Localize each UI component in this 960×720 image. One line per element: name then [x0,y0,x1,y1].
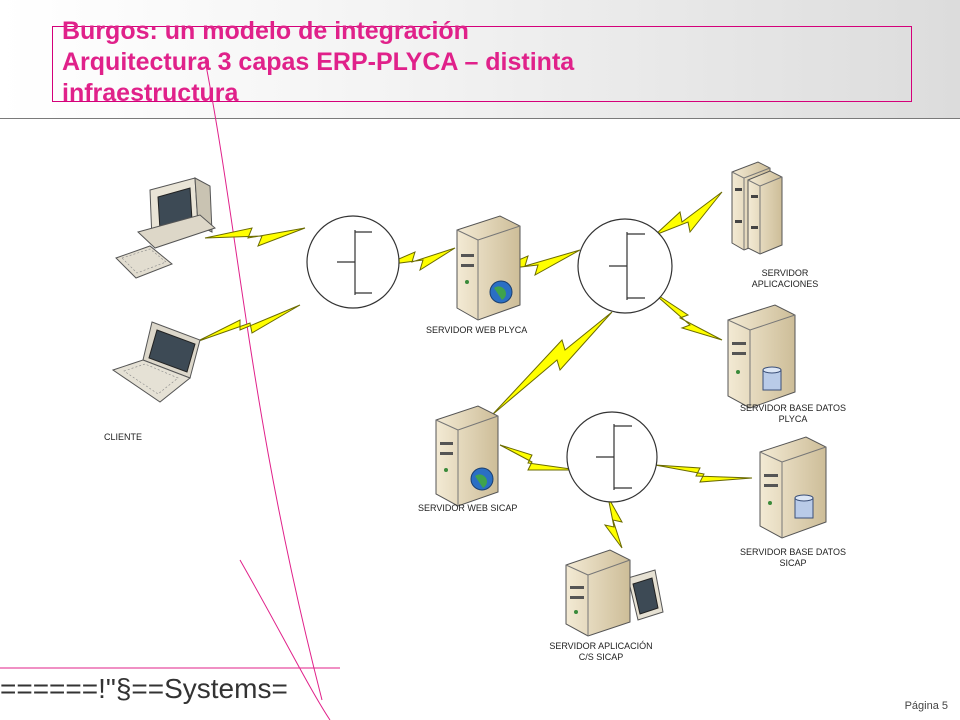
title-line-2: Arquitectura 3 capas ERP-PLYCA – distint… [62,48,575,76]
header-band [0,0,960,119]
label-servidor-web-sicap: SERVIDOR WEB SICAP [418,503,517,514]
label-servidor-bd-plyca-line-2: PLYCA [778,414,808,424]
server-with-monitor-icon [565,549,664,637]
web-server-icon [456,215,521,321]
label-cliente: CLIENTE [104,432,142,443]
label-servidor-aplicaciones-line-2: APLICACIONES [751,279,819,289]
label-servidor-bd-sicap: SERVIDOR BASE DATOS SICAP [728,547,858,569]
link-cliente-laptop-hub1 [195,304,301,343]
label-servidor-bd-sicap-line-1: SERVIDOR BASE DATOS [739,547,847,557]
desktop-computer-icon [115,177,216,279]
link-hub3-appsicap [603,496,623,549]
database-server-icon [759,436,827,539]
title-line-1: Burgos: un modelo de integración [62,17,469,45]
decor-curve-1 [204,59,323,701]
label-servidor-app-sicap-line-2: C/S SICAP [578,652,624,662]
label-servidor-bd-plyca-line-1: SERVIDOR BASE DATOS [739,403,847,413]
link-hub3-bdsicap [654,464,753,483]
title-frame [52,26,912,102]
link-hub2-bdplyca [649,289,723,341]
network-hub-icon [566,411,658,503]
laptop-computer-icon [111,321,201,403]
footer-brand: ======!"§==Systems= [0,673,288,704]
decor-curve-2 [239,559,331,720]
connections [195,191,753,549]
label-servidor-bd-plyca: SERVIDOR BASE DATOS PLYCA [728,403,858,425]
network-hub-icon [306,215,400,309]
link-websicap-hub3 [499,444,579,471]
network-hub-icon [577,218,673,314]
database-server-icon [727,304,796,409]
link-webplyca-hub2 [494,249,581,277]
label-servidor-web-plyca: SERVIDOR WEB PLYCA [426,325,527,336]
label-servidor-web-plyca-line-1: SERVIDOR WEB PLYCA [426,325,528,335]
page-number: Página 5 [904,700,948,712]
label-servidor-bd-sicap-line-2: SICAP [779,558,807,568]
server-rack-icon [731,161,783,255]
label-servidor-aplicaciones-line-1: SERVIDOR [761,268,809,278]
web-server-icon [435,405,499,507]
label-servidor-app-sicap-line-1: SERVIDOR APLICACIÓN [549,641,653,651]
label-servidor-aplicaciones: SERVIDOR APLICACIONES [740,268,830,290]
link-hub2-aplicaciones [654,191,723,236]
link-cliente-desktop-hub1 [204,227,306,247]
label-cliente-line-1: CLIENTE [104,432,143,442]
label-servidor-web-sicap-line-1: SERVIDOR WEB SICAP [418,503,518,513]
label-servidor-app-sicap: SERVIDOR APLICACIÓN C/S SICAP [536,641,666,663]
